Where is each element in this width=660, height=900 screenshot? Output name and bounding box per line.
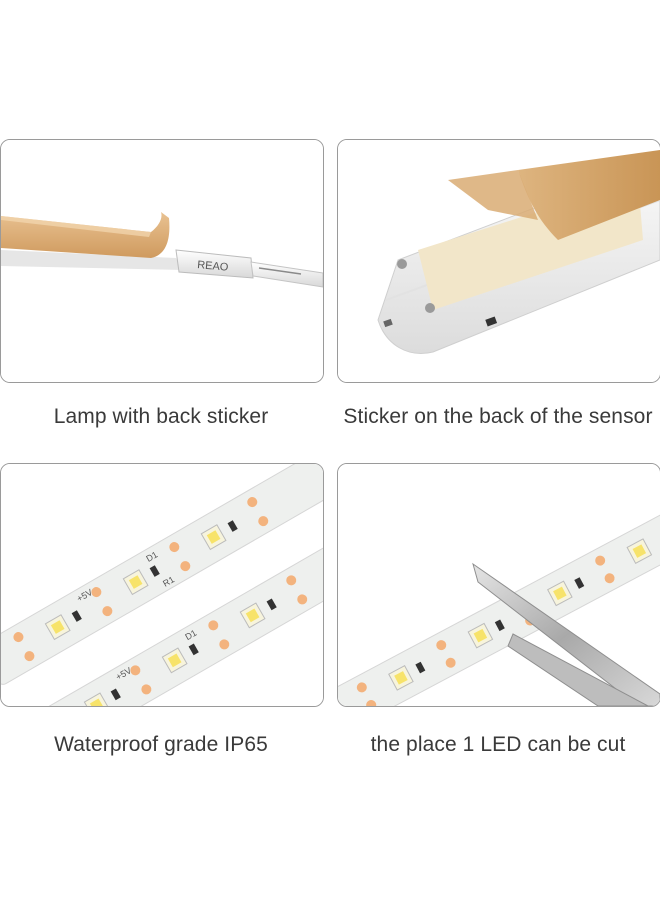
strip-label: D1	[144, 549, 159, 563]
connector	[175, 249, 254, 279]
scissor-blade-upper	[472, 562, 660, 706]
cable	[250, 261, 323, 288]
caption-cut-point: the place 1 LED can be cut	[370, 733, 626, 756]
scissor-blade-lower	[507, 633, 649, 706]
power-switch	[485, 316, 498, 327]
led-strip-lower: +5V D1	[18, 516, 323, 706]
screw	[425, 303, 435, 313]
screw	[397, 259, 407, 269]
photo-sensor-sticker	[337, 139, 660, 383]
strip-label: D1	[183, 628, 198, 642]
peeled-tape	[448, 150, 660, 240]
cutting-illustration	[338, 464, 660, 706]
caption-sensor-sticker: Sticker on the back of the sensor	[343, 405, 653, 428]
photo-waterproof-strip: +5V D1 R1	[0, 463, 324, 707]
caption-lamp-back-sticker: Lamp with back sticker	[53, 405, 269, 428]
strip-label: R1	[161, 574, 176, 588]
photo-lamp-back-sticker: REAO	[0, 139, 324, 383]
led-strip-upper: +5V D1 R1	[1, 464, 323, 685]
caption-waterproof: Waterproof grade IP65	[54, 733, 268, 756]
strip-body	[1, 250, 183, 270]
sensor-port	[383, 318, 393, 328]
led-strip-sticker-illustration: REAO	[1, 140, 323, 382]
cable-print: REAO	[197, 259, 230, 274]
photo-cut-point	[337, 463, 660, 707]
sensor-sticker-illustration	[338, 140, 660, 382]
waterproof-strip-illustration: +5V D1 R1	[1, 464, 323, 706]
